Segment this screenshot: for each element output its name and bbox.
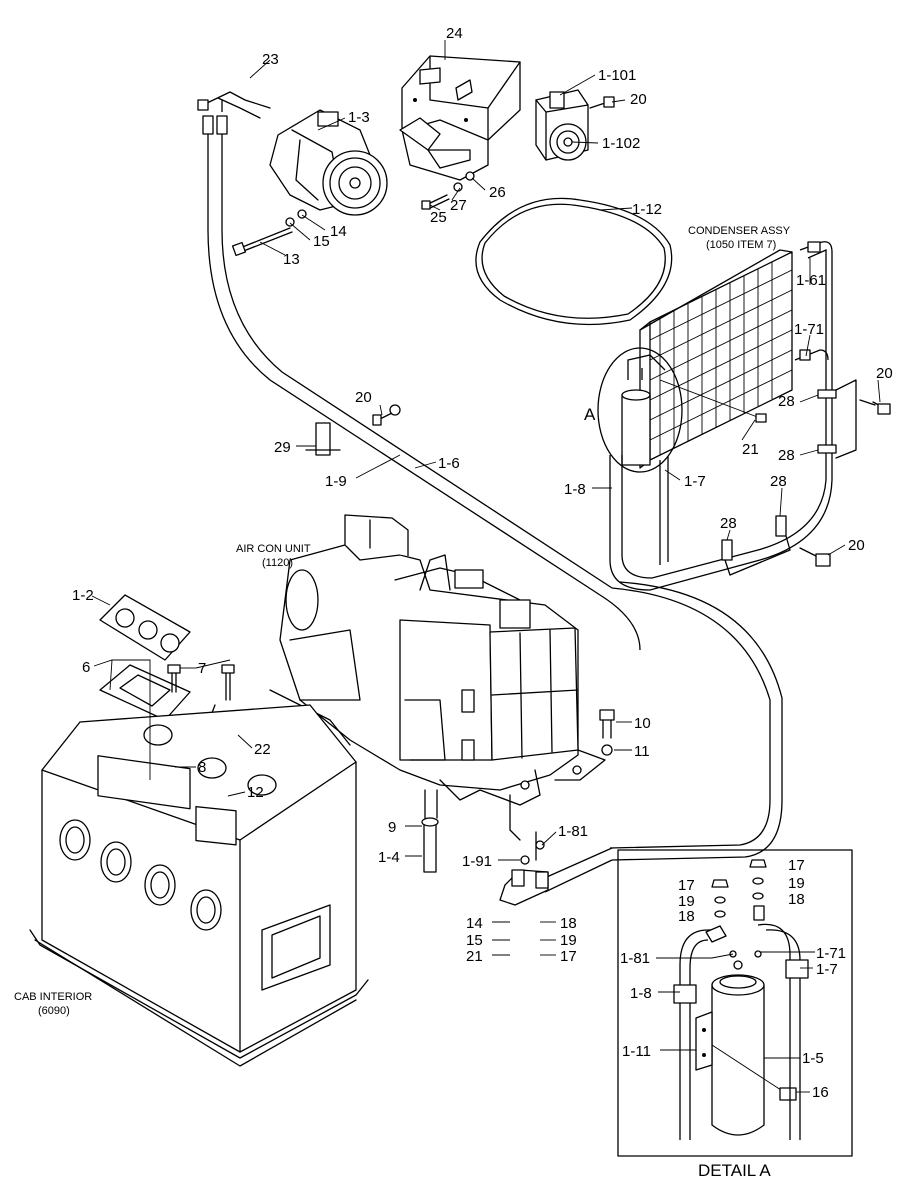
valve-block [499,831,549,906]
cab-ref: (6090) [38,1005,70,1017]
label-1-61: 1-61 [796,272,826,289]
label-21-bottom: 21 [466,948,483,965]
leader-lines [91,40,881,1093]
label-7: 7 [198,660,206,677]
label-26: 26 [489,184,506,201]
aircon-title: AIR CON UNIT [236,543,311,555]
label-14-top: 14 [330,223,347,240]
condenser-ref: (1050 ITEM 7) [706,239,776,251]
condenser-title: CONDENSER ASSY [688,225,791,237]
label-20-top: 20 [630,91,647,108]
label-29: 29 [274,439,291,456]
label-20-right: 20 [876,365,893,382]
detail-label-16: 16 [812,1084,829,1101]
label-1-7: 1-7 [684,473,706,490]
label-8: 8 [198,759,206,776]
detail-label-18-left: 18 [678,908,695,925]
label-1-12: 1-12 [632,201,662,218]
bolt-13 [231,209,307,257]
detail-label-1-11: 1-11 [622,1043,651,1060]
label-13: 13 [283,251,300,268]
label-28-b: 28 [778,447,795,464]
label-1-3: 1-3 [348,109,370,126]
condenser [639,249,793,469]
detail-label-1-5: 1-5 [802,1050,824,1067]
label-detail-a-marker: A [584,405,596,424]
label-1-81: 1-81 [558,823,588,840]
label-20-mid: 20 [355,389,372,406]
label-28-c: 28 [770,473,787,490]
detail-label-19-left: 19 [678,893,695,910]
detail-a-box [617,849,853,1157]
label-12: 12 [247,784,264,801]
label-22: 22 [254,741,271,758]
detail-label-1-71: 1-71 [816,945,846,962]
receiver-drier-small [597,347,767,473]
label-1-2: 1-2 [72,587,94,604]
detail-label-1-7: 1-7 [816,961,838,978]
label-9: 9 [388,819,396,836]
panel-frame-6 [99,664,191,721]
hose-1-6-1-9 [197,91,783,893]
detail-label-17-left: 17 [678,877,695,894]
compressor [269,109,388,216]
label-15-top: 15 [313,233,330,250]
label-15-bottom: 15 [466,932,483,949]
label-24: 24 [446,25,463,42]
screws-7 [167,664,235,701]
drain-hose [421,789,439,873]
bracket-24 [399,55,521,181]
control-panel-1-2 [99,594,191,661]
label-17-bottom: 17 [560,948,577,965]
clamp-29 [305,422,341,456]
detail-label-18-right: 18 [788,891,805,908]
belt-1-12 [475,197,673,326]
bolt-20-bottom [799,547,831,567]
air-con-unit [269,514,606,841]
detail-a-title: DETAIL A [698,1161,771,1180]
label-28-a: 28 [778,393,795,410]
condenser-lines [794,241,876,480]
part-labels: 23 24 1-101 20 1-102 1-3 26 27 25 14 15 … [14,25,893,1180]
bolt-20-mid [372,404,401,426]
label-28-d: 28 [720,515,737,532]
label-1-9: 1-9 [325,473,347,490]
label-1-101: 1-101 [598,67,636,84]
label-18-bottom: 18 [560,915,577,932]
cab-interior [29,704,369,1067]
bolt-20-right [872,401,891,415]
label-1-8: 1-8 [564,481,586,498]
label-20-bottom: 20 [848,537,865,554]
label-27: 27 [450,197,467,214]
label-14-bottom: 14 [466,915,483,932]
label-19-bottom: 19 [560,932,577,949]
detail-label-1-81: 1-81 [620,950,650,967]
bolt-10 [599,709,615,756]
label-1-102: 1-102 [602,135,640,152]
label-21-top: 21 [742,441,759,458]
label-1-4: 1-4 [378,849,400,866]
label-1-71: 1-71 [794,321,824,338]
label-11: 11 [634,743,650,760]
aircon-ref: (1120) [262,557,293,569]
hose-1-7-1-8 [609,455,833,591]
detail-label-17-right: 17 [788,857,805,874]
bolt-25 [421,171,475,210]
detail-label-1-8: 1-8 [630,985,652,1002]
vents [59,724,277,931]
label-1-6: 1-6 [438,455,460,472]
label-6: 6 [82,659,90,676]
label-25: 25 [430,209,447,226]
label-1-91: 1-91 [462,853,492,870]
label-10: 10 [634,715,651,732]
detail-label-19-right: 19 [788,875,805,892]
cab-title: CAB INTERIOR [14,991,92,1003]
condenser-fins [649,262,793,455]
label-23: 23 [262,51,279,68]
